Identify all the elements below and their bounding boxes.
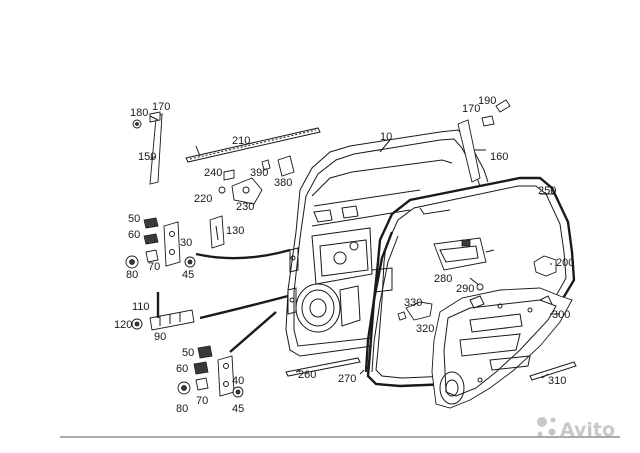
label-380: 380 bbox=[274, 177, 292, 189]
label-70-top: 70 bbox=[148, 261, 160, 273]
label-330: 330 bbox=[404, 297, 422, 309]
mirror-bracket-parts bbox=[218, 155, 295, 205]
label-50-bottom: 50 bbox=[182, 347, 194, 359]
label-130: 130 bbox=[226, 225, 244, 237]
lower-hinge bbox=[177, 345, 244, 398]
inner-handle bbox=[397, 301, 433, 321]
label-210: 210 bbox=[232, 135, 250, 147]
label-170-left: 170 bbox=[152, 101, 170, 113]
watermark-dot-icon bbox=[548, 428, 556, 436]
door-lock bbox=[433, 237, 495, 291]
label-170-right: 170 bbox=[462, 103, 480, 115]
watermark-dot-icon bbox=[550, 417, 556, 423]
label-220: 220 bbox=[194, 193, 212, 205]
label-290: 290 bbox=[456, 283, 474, 295]
watermark-dot-icon bbox=[537, 431, 543, 437]
window-seal-strip bbox=[185, 127, 321, 163]
label-160: 160 bbox=[490, 151, 508, 163]
label-250: 250 bbox=[538, 185, 556, 197]
label-230: 230 bbox=[236, 201, 254, 213]
avito-watermark: Avito bbox=[537, 417, 615, 441]
label-40: 40 bbox=[232, 375, 244, 387]
leader-lines bbox=[149, 115, 560, 379]
label-300: 300 bbox=[552, 309, 570, 321]
label-10: 10 bbox=[380, 131, 392, 143]
watermark-dot-icon bbox=[537, 417, 547, 427]
label-120: 120 bbox=[114, 319, 132, 331]
door-handle-insert bbox=[533, 255, 557, 277]
trim-160 bbox=[457, 119, 481, 183]
label-240: 240 bbox=[204, 167, 222, 179]
label-260: 270 bbox=[338, 373, 356, 385]
door-check-strap bbox=[131, 292, 195, 331]
label-80-top: 80 bbox=[126, 269, 138, 281]
label-90: 90 bbox=[154, 331, 166, 343]
door-shell bbox=[285, 129, 489, 357]
label-50-top: 50 bbox=[128, 213, 140, 225]
trim-150 bbox=[149, 113, 163, 185]
label-60-bottom: 60 bbox=[176, 363, 188, 375]
window-guide bbox=[364, 231, 399, 373]
clip-parts-top-right bbox=[481, 99, 511, 127]
upper-hinge bbox=[125, 215, 225, 269]
label-80-bottom: 80 bbox=[176, 403, 188, 415]
label-30: 30 bbox=[180, 237, 192, 249]
label-320: 320 bbox=[416, 323, 434, 335]
label-200: 200 bbox=[556, 257, 574, 269]
label-45-top: 45 bbox=[182, 269, 194, 281]
label-390: 390 bbox=[250, 167, 268, 179]
label-310: 310 bbox=[548, 375, 566, 387]
label-110: 110 bbox=[132, 301, 150, 313]
sill-strip bbox=[285, 357, 361, 377]
label-45-bottom: 45 bbox=[232, 403, 244, 415]
label-70-bottom: 70 bbox=[196, 395, 208, 407]
part-labels: 180 170 150 210 10 170 190 160 250 240 3… bbox=[114, 95, 574, 415]
watermark-text: Avito bbox=[560, 419, 615, 441]
label-150: 150 bbox=[138, 151, 156, 163]
label-60-top: 60 bbox=[128, 229, 140, 241]
label-270: 260 bbox=[298, 369, 316, 381]
label-180: 180 bbox=[130, 107, 148, 119]
door-trim-panel bbox=[431, 287, 573, 409]
label-280: 280 bbox=[434, 273, 452, 285]
label-190: 190 bbox=[478, 95, 496, 107]
